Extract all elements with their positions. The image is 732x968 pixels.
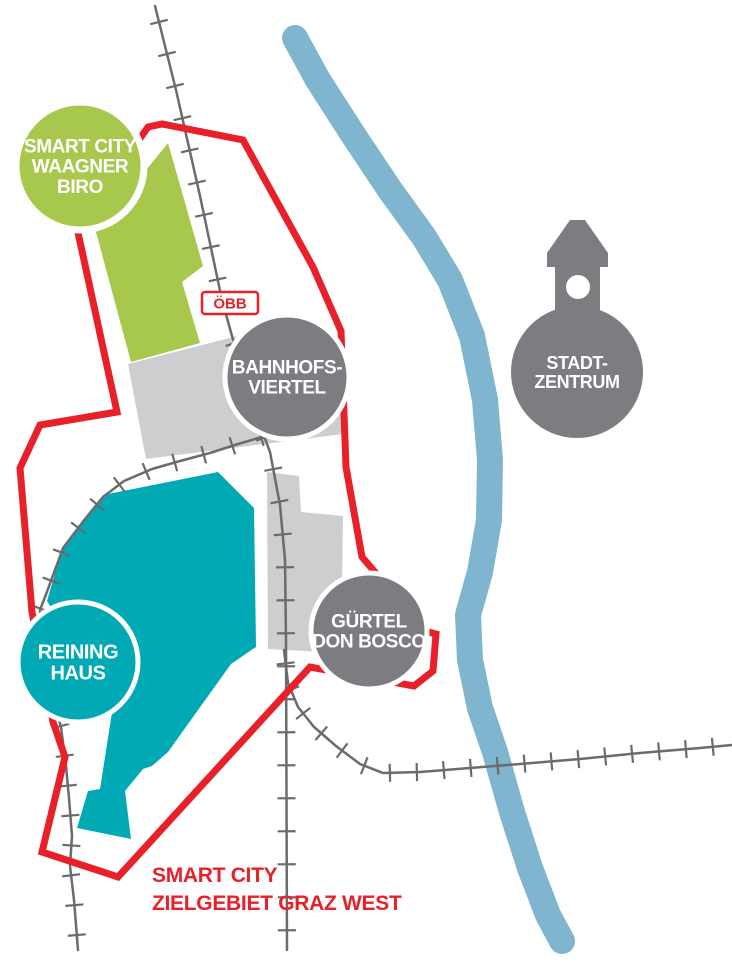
oebb-badge: ÖBB <box>200 290 260 316</box>
railway-south-branch-tick <box>495 756 500 775</box>
railway-west-curve-tick <box>65 903 84 907</box>
railway-north-south-tick <box>150 18 168 26</box>
railway-west-curve-tick <box>42 576 60 585</box>
railway-west-curve-tick <box>62 843 81 848</box>
reininghaus-circle <box>15 599 141 725</box>
bahnhofsviertel: BAHNHOFS-VIERTEL <box>222 312 352 442</box>
railway-south-branch-tick <box>657 742 661 761</box>
railway-north-south-tick <box>194 211 214 218</box>
stadtzentrum-circle <box>511 306 643 438</box>
mur-river <box>282 25 575 954</box>
railway-west-curve-tick <box>89 497 105 511</box>
railway-south-branch-tick <box>710 737 715 756</box>
bahnhofsviertel-circle <box>222 312 352 442</box>
bahnhofsviertel-label: VIERTEL <box>248 378 326 399</box>
railway-north-south-tick <box>173 115 192 122</box>
railway-south-branch-tick <box>603 747 608 766</box>
railway-south-branch-tick <box>522 754 527 773</box>
railway-south-branch-tick <box>276 661 295 666</box>
railway-west-curve-tick <box>62 873 81 878</box>
clock-tower-shape <box>547 220 608 310</box>
railway-north-south-tick <box>180 147 199 154</box>
railway-north-south-tick <box>158 50 177 58</box>
railway-north-south-tick <box>208 276 227 283</box>
railway-south-branch-tick <box>335 742 349 759</box>
railway-west-curve-tick <box>58 783 77 788</box>
waagner-biro-area <box>96 143 203 362</box>
railway-west-curve-tick <box>228 436 237 455</box>
oebb-logo-text: ÖBB <box>213 295 247 312</box>
map-caption: SMART CITY ZIELGEBIET GRAZ WEST <box>152 864 402 915</box>
reininghaus-label: HAUS <box>50 663 105 685</box>
railway-north-south-tick <box>264 466 283 472</box>
railway-west-curve-tick <box>67 933 86 937</box>
map-caption-line: ZIELGEBIET GRAZ WEST <box>152 892 402 915</box>
railway-south-branch <box>276 648 732 782</box>
smart-city-target-boundary <box>16 120 440 882</box>
railway-west-curve-tick <box>171 453 179 472</box>
railway-west-curve-tick <box>200 445 208 464</box>
smart-city-waagner-biro-circle <box>12 98 148 234</box>
railway-south-branch-tick <box>468 758 473 778</box>
stadtzentrum-label: ZENTRUM <box>534 372 619 392</box>
railway-north-south-tick <box>270 498 289 505</box>
railway-north-south-tick <box>201 244 220 251</box>
smart-city-waagner-biro-label: BIRO <box>57 177 103 198</box>
railway-south-branch-tick <box>314 725 329 741</box>
reininghaus-label: REINING <box>38 641 119 663</box>
guertel-don-bosco-circle <box>308 570 430 692</box>
bahnhofsviertel-label: BAHNHOFS- <box>232 358 342 379</box>
railway-west-curve-tick <box>112 476 126 493</box>
stadtzentrum: STADT-ZENTRUM <box>511 306 643 438</box>
map-caption-line: SMART CITY <box>152 864 278 887</box>
guertel-don-bosco-label: DON BOSCO <box>312 632 426 653</box>
stadtzentrum-label: STADT- <box>546 353 608 373</box>
clock-tower-icon <box>547 220 608 310</box>
railway-west-curve-tick <box>61 813 80 818</box>
railway-west-curve-line <box>38 423 302 952</box>
smart-city-waagner-biro-label: WAAGNER <box>32 157 129 178</box>
guertel-don-bosco-label: GÜRTEL <box>331 612 408 633</box>
railway-north-south-tick <box>187 179 206 186</box>
railway-south-branch-tick <box>295 706 311 720</box>
railway-south-branch-tick <box>549 752 554 771</box>
railway-north-south-tick <box>166 82 185 90</box>
railway-west-curve-tick <box>141 462 151 481</box>
reininghaus-area <box>47 472 256 839</box>
railway-south-branch-line <box>282 648 732 775</box>
railway-north-south-tick <box>273 532 292 537</box>
railway-south-branch-tick <box>441 761 446 780</box>
oebb-badge-frame <box>200 290 260 316</box>
smart-city-waagner-biro-label: SMART CITY <box>24 137 137 158</box>
railway-south-branch-tick <box>630 744 635 763</box>
railway-south-branch-tick <box>684 740 688 759</box>
railway-south-branch-tick <box>576 750 581 769</box>
railway-west-curve-tick <box>70 521 87 535</box>
clock-face <box>566 275 590 299</box>
railway-west-curve-tick <box>52 548 71 557</box>
railway-south-branch-tick <box>359 756 369 775</box>
